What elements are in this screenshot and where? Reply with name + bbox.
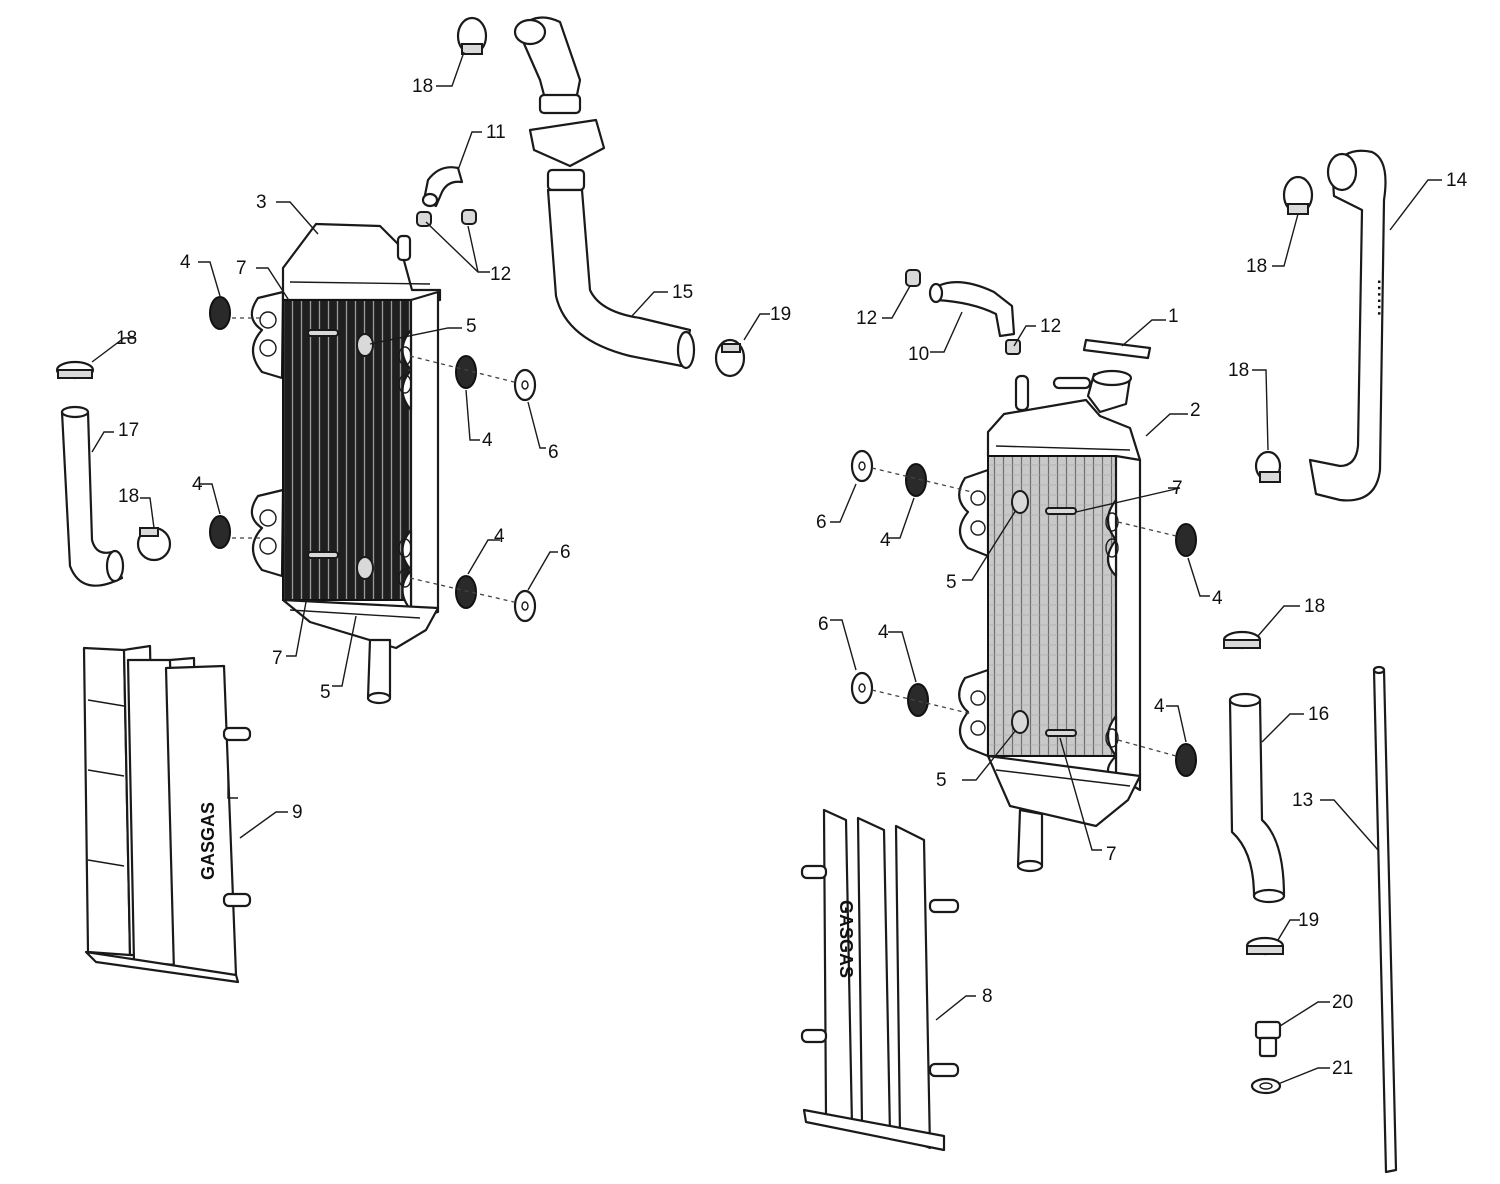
hose-15 — [513, 16, 696, 370]
callout-4: 4 — [494, 526, 505, 547]
callout-5: 5 — [936, 770, 947, 791]
callout-7: 7 — [1172, 478, 1183, 499]
callout-1: 1 — [1168, 306, 1179, 327]
callout-5: 5 — [320, 682, 331, 703]
callout-4: 4 — [1154, 696, 1165, 717]
callout-6: 6 — [818, 614, 829, 635]
callout-18: 18 — [412, 76, 433, 97]
mounting-axes — [232, 317, 1177, 757]
callout-numbers: 1 2 3 4 4 4 4 4 4 4 4 5 5 5 5 6 6 6 6 7 … — [116, 76, 1468, 1079]
callout-18: 18 — [116, 328, 137, 349]
drain-plug-20 — [1254, 1020, 1282, 1058]
callout-4: 4 — [180, 252, 191, 273]
callout-4: 4 — [192, 474, 203, 495]
callout-13: 13 — [1292, 790, 1313, 811]
callout-15: 15 — [672, 282, 693, 303]
right-guard-brand: GASGAS — [836, 900, 856, 978]
callout-2: 2 — [1190, 400, 1201, 421]
callout-9: 9 — [292, 802, 303, 823]
callout-12: 12 — [1040, 316, 1061, 337]
callout-4: 4 — [880, 530, 891, 551]
callout-5: 5 — [946, 572, 957, 593]
right-radiator-guard: GASGAS — [800, 808, 960, 1152]
callout-20: 20 — [1332, 992, 1353, 1013]
callout-17: 17 — [118, 420, 139, 441]
callout-18: 18 — [118, 486, 139, 507]
callout-4: 4 — [482, 430, 493, 451]
callout-16: 16 — [1308, 704, 1329, 725]
callout-3: 3 — [256, 192, 267, 213]
right-radiator — [958, 369, 1142, 873]
grommets-4 — [209, 296, 1197, 777]
callout-7: 7 — [272, 648, 283, 669]
callout-12: 12 — [856, 308, 877, 329]
hose-clamps-18-19 — [55, 16, 1314, 956]
callout-4: 4 — [1212, 588, 1223, 609]
washers-6 — [513, 368, 874, 705]
washer-21 — [1250, 1077, 1282, 1095]
overflow-tube-13 — [1372, 665, 1398, 1174]
callout-6: 6 — [816, 512, 827, 533]
hose-17 — [60, 405, 125, 587]
hose-14: ▪ ▪ ▪ ▪ ▪ ▪ — [1308, 149, 1387, 502]
callout-6: 6 — [548, 442, 559, 463]
left-radiator-guard: GASGAS — [82, 644, 252, 984]
callout-18: 18 — [1228, 360, 1249, 381]
callout-18: 18 — [1246, 256, 1267, 277]
callout-19: 19 — [1298, 910, 1319, 931]
callout-10: 10 — [908, 344, 929, 365]
callout-18: 18 — [1304, 596, 1325, 617]
callout-11: 11 — [486, 122, 506, 143]
elbow-11 — [421, 166, 464, 208]
hose-16 — [1228, 692, 1286, 904]
callout-14: 14 — [1446, 170, 1468, 191]
callout-7: 7 — [1106, 844, 1117, 865]
callout-8: 8 — [982, 986, 993, 1007]
callout-12: 12 — [490, 264, 511, 285]
callout-21: 21 — [1332, 1058, 1353, 1079]
callout-6: 6 — [560, 542, 571, 563]
callout-7: 7 — [236, 258, 247, 279]
callout-5: 5 — [466, 316, 477, 337]
leader-lines — [91, 51, 1442, 1085]
hose-10 — [928, 281, 1016, 338]
left-radiator — [250, 222, 442, 705]
callout-19: 19 — [770, 304, 791, 325]
filler-neck-gasket-1 — [1082, 338, 1152, 360]
svg-text:▪ ▪ ▪ ▪ ▪ ▪: ▪ ▪ ▪ ▪ ▪ ▪ — [1373, 280, 1384, 316]
callout-4: 4 — [878, 622, 889, 643]
left-guard-brand: GASGAS — [198, 802, 218, 880]
